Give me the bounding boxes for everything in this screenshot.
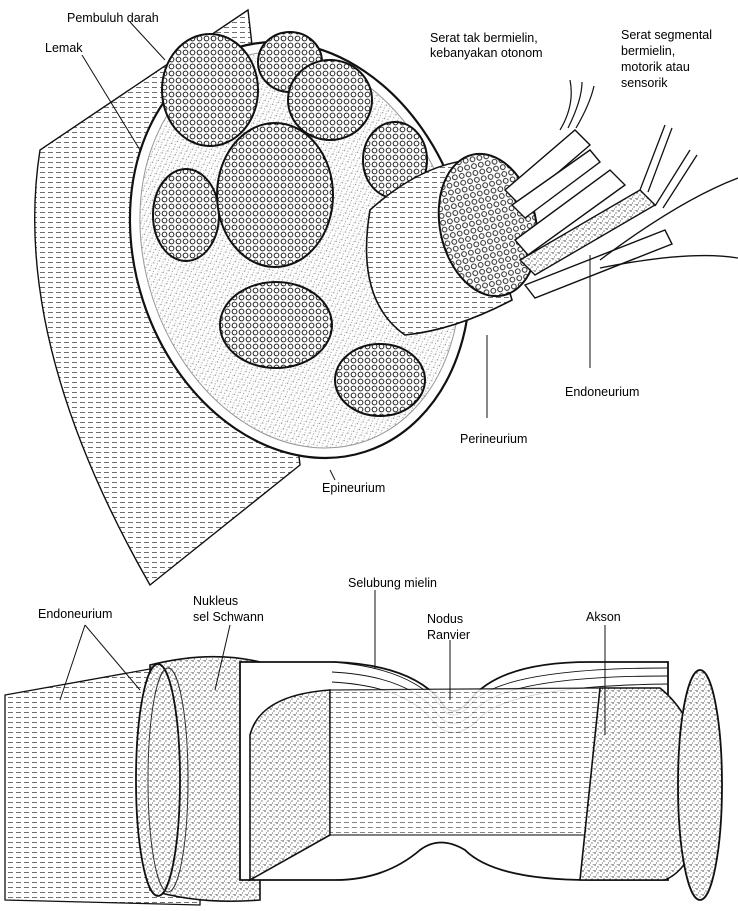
label-endoneurium-bottom: Endoneurium [38,607,112,621]
label-nodus-line1: Nodus [427,612,463,626]
label-pembuluh-darah: Pembuluh darah [67,11,159,25]
label-serat-segmental-line1: Serat segmental [621,28,712,42]
label-serat-segmental-line4: sensorik [621,76,668,90]
label-lemak: Lemak [45,41,83,55]
label-serat-tak-bermielin-line2: kebanyakan otonom [430,46,543,60]
label-serat-tak-bermielin-line1: Serat tak bermielin, [430,31,538,45]
myelinated-fibers [600,125,738,268]
label-epineurium: Epineurium [322,481,385,495]
unmyelinated-fibers [560,80,594,130]
fascicle [288,60,372,140]
label-nukleus-line2: sel Schwann [193,610,264,624]
label-nodus-line2: Ranvier [427,628,470,642]
label-endoneurium-top: Endoneurium [565,385,639,399]
fascicle [220,282,332,368]
fascicle [335,344,425,416]
axon-core [330,688,600,835]
fascicle [162,34,258,146]
label-selubung-mielin: Selubung mielin [348,576,437,590]
fascicle [153,169,219,261]
label-perineurium: Perineurium [460,432,527,446]
fascicle [217,123,333,267]
label-serat-segmental-line2: bermielin, [621,44,675,58]
label-nukleus-line1: Nukleus [193,594,238,608]
label-akson: Akson [586,610,621,624]
nerve-cross-section-figure: Pembuluh darah Lemak Serat tak bermielin… [35,0,738,585]
label-serat-segmental-line3: motorik atau [621,60,690,74]
myelinated-axon-figure: Endoneurium Nukleus sel Schwann Selubung… [5,576,722,905]
